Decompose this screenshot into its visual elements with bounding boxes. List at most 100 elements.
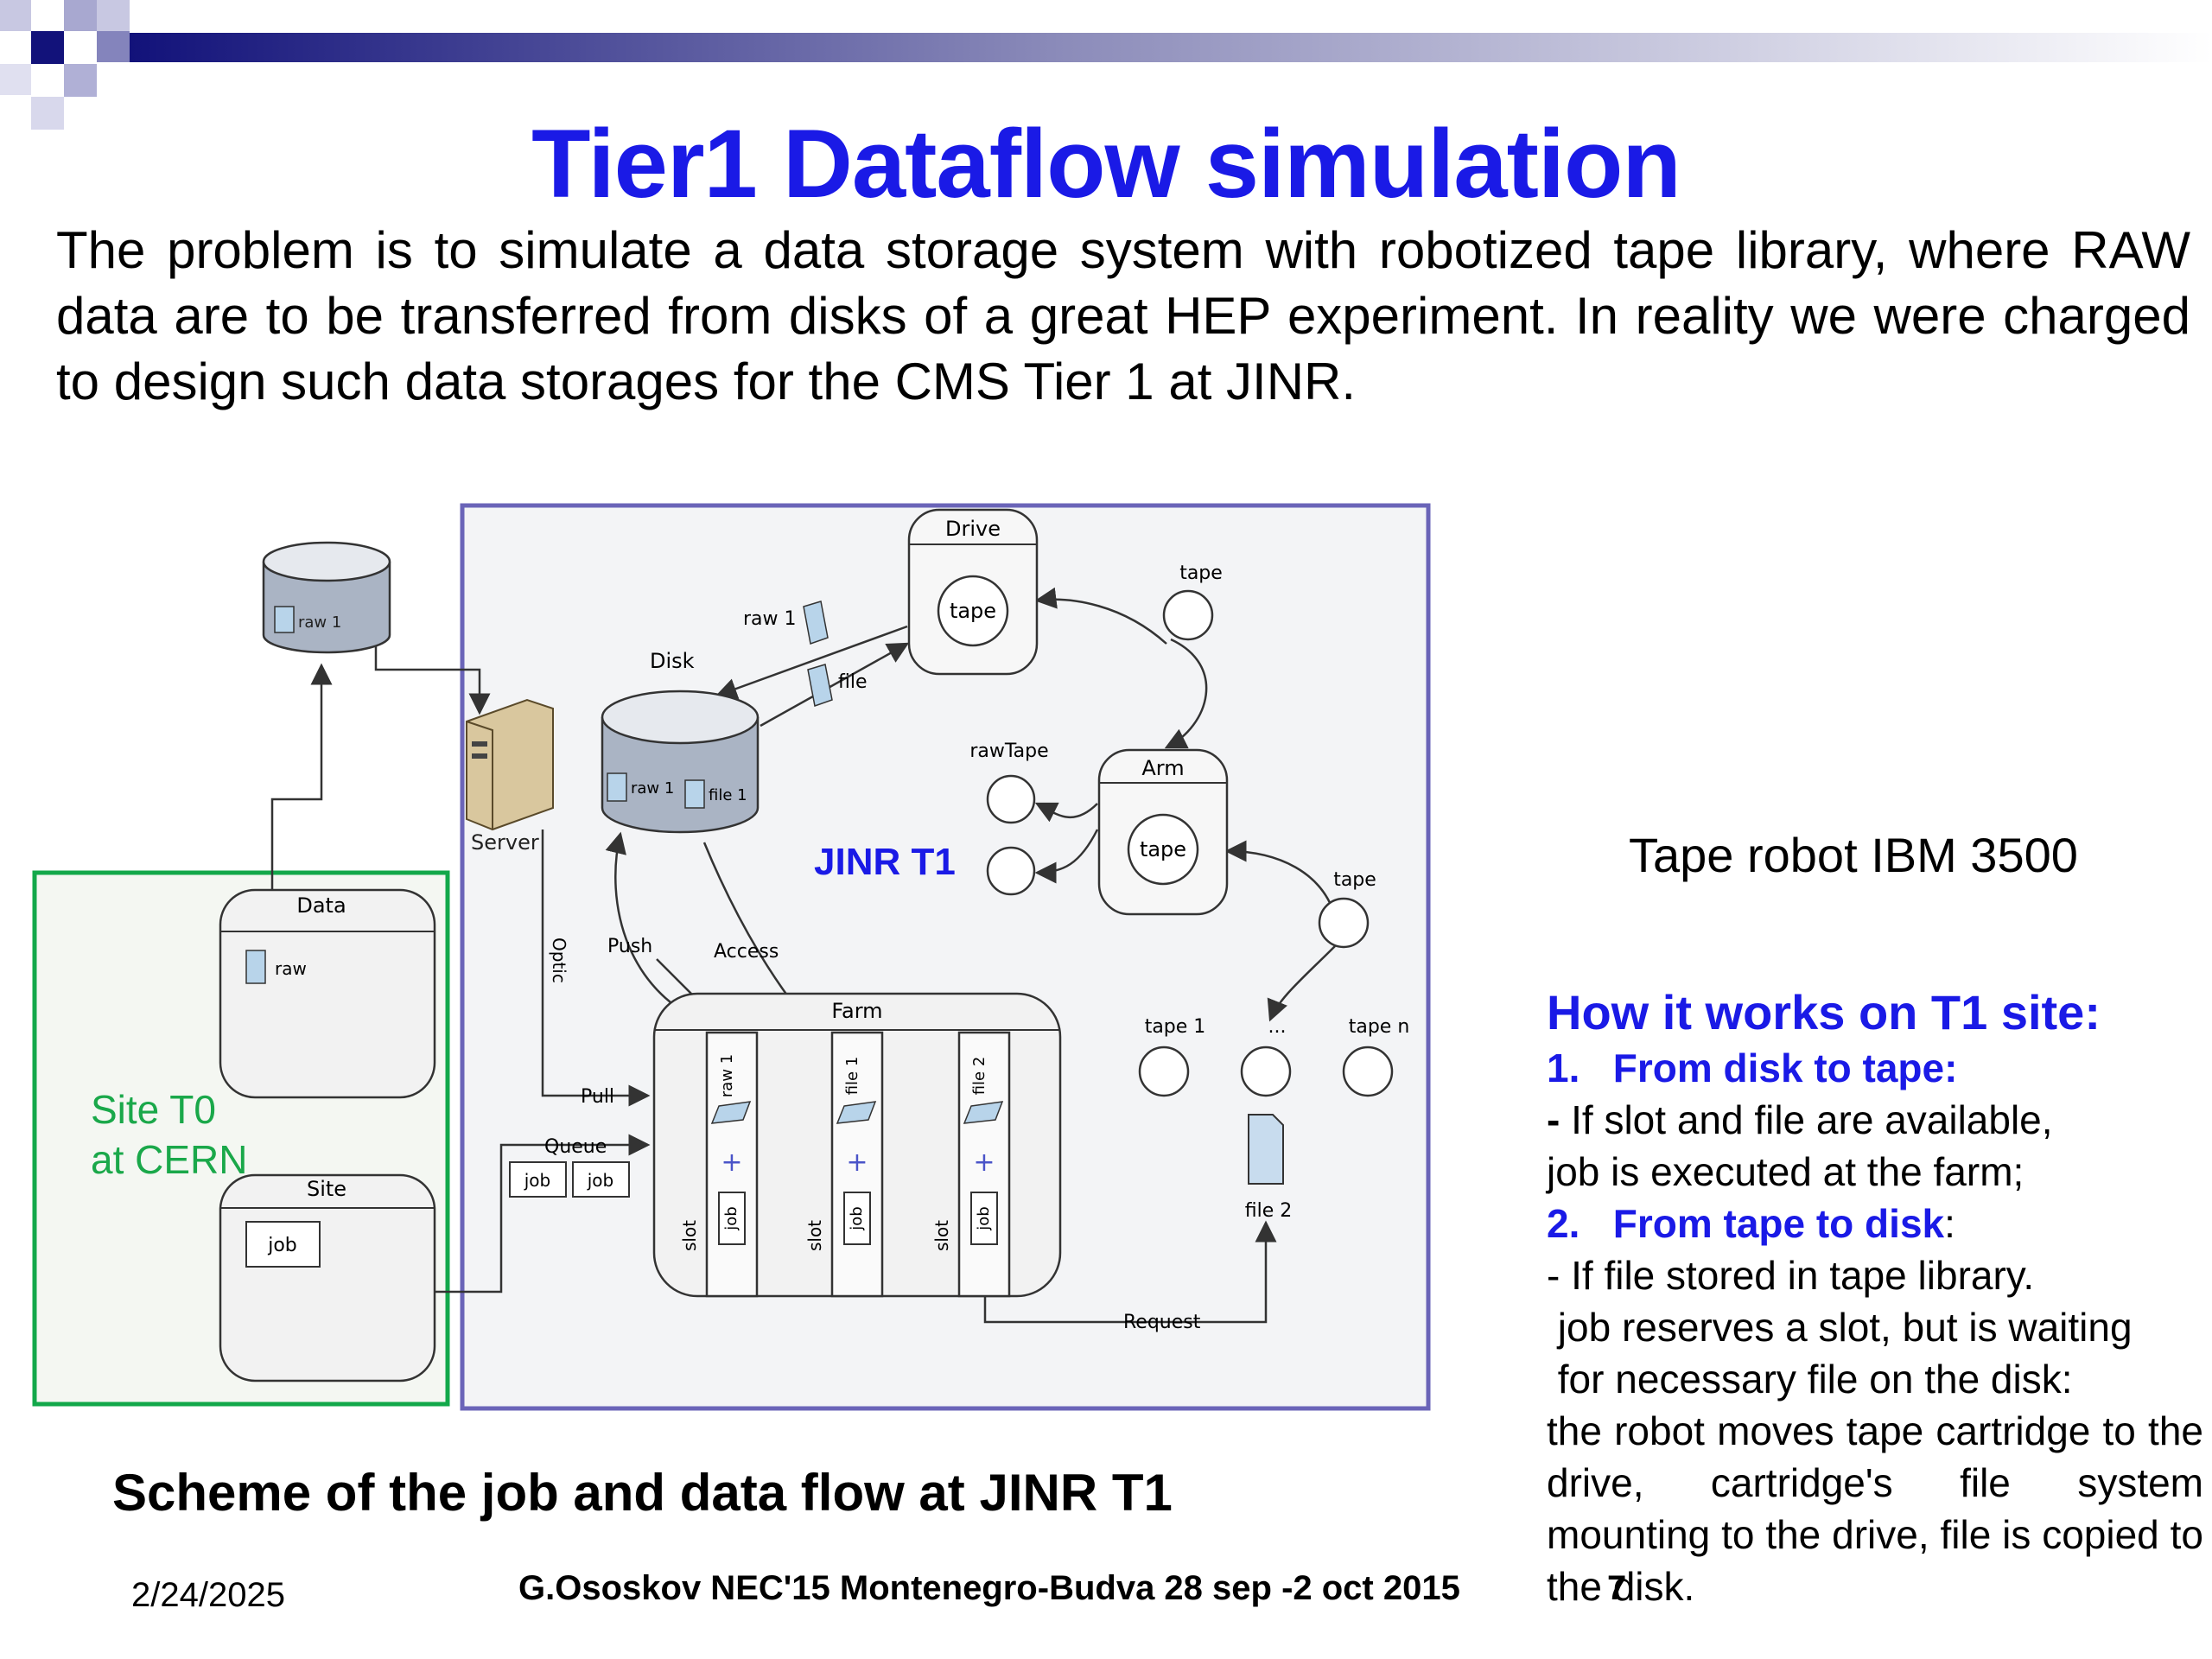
slot-3-job-label: job [975, 1206, 993, 1230]
file-doc-label: file [838, 671, 868, 693]
slot-1-label: slot [679, 1220, 700, 1251]
push-label: Push [607, 936, 652, 957]
disk-raw1-label: raw 1 [631, 779, 674, 798]
farm-slot-1: slot raw 1 + job [679, 1031, 759, 1298]
tape-to-dots-arrow [1267, 945, 1336, 1022]
queue-label: Queue [544, 1136, 607, 1158]
slot-2-label: slot [804, 1220, 825, 1251]
slot-2-job-label: job [848, 1206, 866, 1230]
diagram-caption: Scheme of the job and data flow at JINR … [112, 1464, 1173, 1522]
server-icon: Server [466, 698, 554, 855]
cern-disk-to-server-line [374, 644, 491, 715]
step2-number: 2. [1547, 1201, 1580, 1246]
pull-label: Pull [581, 1086, 614, 1108]
slot-3-file-label: file 2 [970, 1057, 988, 1096]
arm-box: Arm tape [1097, 748, 1229, 916]
disk-file1-label: file 1 [709, 786, 747, 804]
step2-line1: - If file stored in tape library. [1547, 1253, 2035, 1298]
farm-label: Farm [831, 999, 882, 1023]
cern-disk-raw1-label: raw 1 [298, 613, 341, 632]
file-doc-icon [807, 664, 833, 707]
step2-heading: 2. From tape to disk: [1547, 1198, 2203, 1249]
slide-title: Tier1 Dataflow simulation [531, 110, 1681, 218]
slot-2-plus: + [846, 1147, 868, 1178]
queue-line [428, 1134, 651, 1294]
drive-tape-arrow [1034, 587, 1167, 645]
tape-dots-label: ... [1268, 1016, 1287, 1038]
slot-1-plus: + [721, 1147, 742, 1178]
page-number: 7 [1607, 1569, 1627, 1607]
cern-disk: raw 1 [262, 541, 391, 654]
header-band [0, 0, 2212, 130]
dataflow-diagram: raw 1 Server Drive tape tape raw 1 file … [32, 503, 1431, 1411]
arm-label: Arm [1141, 756, 1184, 780]
step1-number: 1. [1547, 1046, 1580, 1090]
step1-line1-text: If slot and file are available, [1560, 1097, 2053, 1142]
step1-title: From disk to tape: [1612, 1046, 1958, 1090]
slot-3-plus: + [973, 1147, 995, 1178]
step1-dash: - [1547, 1097, 1560, 1142]
rawtape-label: rawTape [969, 741, 1048, 762]
step2-title: From tape to disk [1612, 1201, 1945, 1246]
drive-label: Drive [945, 517, 1001, 541]
slot-1-job-label: job [722, 1206, 741, 1230]
queue-job-1-box [509, 1161, 567, 1198]
request-line [983, 1220, 1277, 1324]
tape-robot-label: Tape robot IBM 3500 [1629, 828, 2078, 882]
tape-right-label: tape [1333, 869, 1376, 891]
site-box: Site job [219, 1173, 436, 1382]
tape-right-reel [1318, 897, 1370, 949]
step2-colon: : [1944, 1201, 1955, 1246]
arm-to-rawtape-2 [1034, 829, 1099, 884]
how-it-works-panel: How it works on T1 site: 1. From disk to… [1547, 983, 2203, 1612]
data-box: Data raw [219, 888, 436, 1099]
tape-to-arm-arrow [1224, 840, 1337, 917]
slide-footer: G.Ososkov NEC'15 Montenegro-Budva 28 sep… [518, 1569, 1460, 1607]
farm-slot-3: slot file 2 + job [931, 1031, 1011, 1298]
step1-line1: - If slot and file are available, [1547, 1094, 2203, 1146]
arm-tape-label: tape [1140, 837, 1186, 861]
jinr-t1-label: JINR T1 [814, 841, 956, 883]
raw1-doc-label: raw 1 [743, 608, 797, 630]
queue-job-1-label: job [524, 1170, 551, 1191]
farm-slot-2: slot file 1 + job [804, 1031, 884, 1298]
queue-job-2-box [572, 1161, 630, 1198]
drive-tape-label: tape [950, 599, 996, 623]
slot-2-file-label: file 1 [843, 1057, 861, 1096]
disk-to-drive-arrow [760, 642, 910, 728]
step2-paragraph: the robot moves tape cartridge to the dr… [1547, 1408, 2203, 1609]
file2-doc-icon [1248, 1114, 1284, 1185]
arm-to-rawtape-1 [1034, 802, 1098, 823]
step1-heading: 1. From disk to tape: [1547, 1042, 2203, 1094]
tape-top-reel [1162, 589, 1214, 641]
request-label: Request [1123, 1312, 1201, 1333]
slot-3-label: slot [931, 1220, 952, 1251]
tape1-reel [1138, 1046, 1190, 1097]
tape1-label: tape 1 [1145, 1016, 1206, 1038]
rawtape-reel-2 [986, 846, 1036, 896]
data-label: Data [296, 893, 346, 918]
step1-line2: job is executed at the farm; [1547, 1149, 2024, 1194]
tape-to-drive-arrow [1164, 638, 1208, 749]
tape-dots-reel [1240, 1046, 1292, 1097]
optic-label: Optic [549, 938, 569, 983]
slide-date: 2/24/2025 [131, 1576, 285, 1614]
step2-line3: for necessary file on the disk: [1547, 1357, 2073, 1402]
disk-label: Disk [650, 649, 695, 673]
drive-to-disk-arrow [715, 625, 908, 700]
step2-line2: job reserves a slot, but is waiting [1547, 1305, 2133, 1350]
tapen-reel [1342, 1046, 1394, 1097]
site-job-label: job [267, 1235, 297, 1256]
intro-paragraph: The problem is to simulate a data storag… [56, 221, 2190, 410]
drive-box: Drive tape [907, 508, 1039, 676]
access-label: Access [714, 941, 779, 963]
jinr-disk: raw 1 file 1 [601, 690, 760, 834]
optic-line [541, 830, 651, 1107]
tape-top-label: tape [1179, 563, 1223, 584]
how-heading: How it works on T1 site: [1547, 985, 2101, 1039]
server-label: Server [471, 830, 539, 855]
data-raw-label: raw [275, 958, 307, 979]
queue-job-2-label: job [587, 1170, 614, 1191]
site-label: Site [307, 1177, 346, 1201]
raw1-doc-icon [803, 601, 829, 645]
